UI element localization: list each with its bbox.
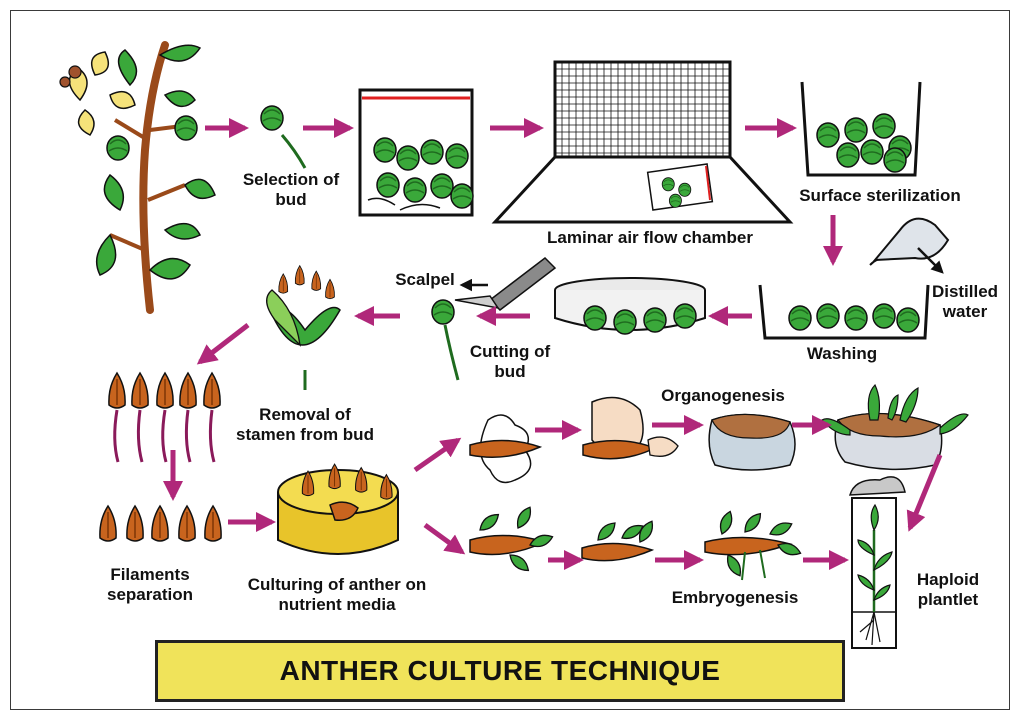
- label-removal-of-stamen: Removal of stamen from bud: [225, 405, 385, 445]
- label-selection-of-bud: Selection of bud: [226, 170, 356, 210]
- diagram-title: ANTHER CULTURE TECHNIQUE: [280, 655, 721, 687]
- label-haploid-plantlet: Haploid plantlet: [898, 570, 998, 610]
- label-embryogenesis: Embryogenesis: [655, 588, 815, 608]
- callus-with-shoots: [822, 385, 968, 469]
- sterilization-beaker: [802, 82, 920, 175]
- embryo-stage-1: [470, 505, 554, 575]
- label-cutting-of-bud: Cutting of bud: [455, 342, 565, 382]
- nutrient-media: [278, 464, 398, 554]
- label-distilled-water: Distilled water: [925, 282, 1005, 322]
- callus-stage-2: [583, 398, 678, 459]
- bud-container: [360, 90, 473, 215]
- separated-anthers: [100, 506, 221, 541]
- label-laminar-air-flow-chamber: Laminar air flow chamber: [520, 228, 780, 248]
- plant-illustration: [60, 45, 215, 310]
- laminar-air-flow-chamber: [495, 62, 790, 222]
- petri-dish: [555, 278, 705, 334]
- opened-bud: [267, 266, 340, 390]
- label-filaments-separation: Filaments separation: [85, 565, 215, 605]
- callus-stage-3: [709, 414, 795, 470]
- title-banner: ANTHER CULTURE TECHNIQUE: [155, 640, 845, 702]
- stamens-row: [109, 373, 220, 462]
- label-culturing-of-anther: Culturing of anther on nutrient media: [232, 575, 442, 615]
- embryo-stage-3: [705, 510, 802, 580]
- callus-stage-1: [470, 415, 540, 482]
- haploid-plantlet-tube: [850, 477, 905, 648]
- label-surface-sterilization: Surface sterilization: [780, 186, 980, 206]
- label-organogenesis: Organogenesis: [648, 386, 798, 406]
- label-washing: Washing: [792, 344, 892, 364]
- label-scalpel: Scalpel: [390, 270, 460, 290]
- embryo-stage-2: [582, 519, 656, 561]
- scalpel: [455, 258, 555, 310]
- selected-bud: [261, 106, 305, 168]
- washing-tray: [760, 219, 948, 338]
